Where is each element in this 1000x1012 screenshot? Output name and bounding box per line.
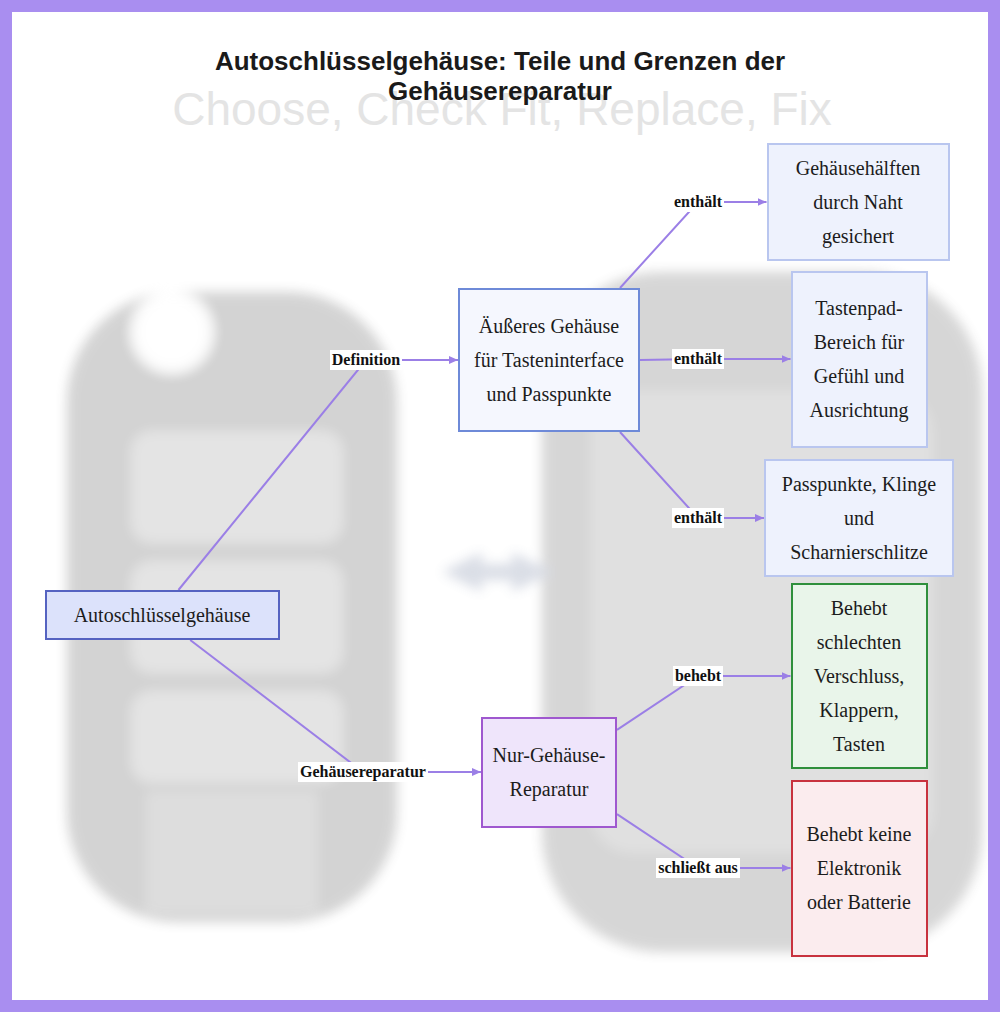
- edge-label: behebt: [673, 666, 723, 686]
- node-text: Passpunkte, Klinge und Scharnierschlitze: [774, 467, 944, 569]
- node-text: Behebt keine Elektronik oder Batterie: [801, 817, 918, 919]
- node-text: Äußeres Gehäuse für Tasteninterface und …: [468, 309, 630, 411]
- edge-label: schließt aus: [656, 858, 740, 878]
- concept-box: Tastenpad-Bereich für Gefühl und Ausrich…: [791, 271, 928, 448]
- edge-label: Definition: [330, 350, 402, 370]
- page-canvas: Choose, Check Fit, Replace, FixAutoschlü…: [12, 12, 988, 1000]
- concept-box: Behebt keine Elektronik oder Batterie: [791, 780, 928, 957]
- concept-box: Passpunkte, Klinge und Scharnierschlitze: [764, 459, 954, 577]
- node-text: Behebt schlechten Verschluss, Klappern, …: [801, 591, 918, 761]
- connector-arrow: [620, 432, 764, 518]
- root-box: Autoschlüsselgehäuse: [45, 590, 280, 640]
- edge-label: Gehäusereparatur: [298, 762, 428, 782]
- connector-arrow: [190, 640, 481, 772]
- edge-label: enthält: [672, 508, 724, 528]
- node-text: Autoschlüsselgehäuse: [74, 598, 251, 632]
- concept-box: Behebt schlechten Verschluss, Klappern, …: [791, 583, 928, 769]
- connector-arrow: [178, 360, 458, 590]
- diagram-title: Autoschlüsselgehäuse: Teile und Grenzen …: [112, 46, 888, 106]
- concept-box: Äußeres Gehäuse für Tasteninterface und …: [458, 288, 640, 432]
- edge-label: enthält: [672, 192, 724, 212]
- node-text: Gehäusehälften durch Naht gesichert: [777, 151, 940, 253]
- concept-box: Gehäusehälften durch Naht gesichert: [767, 143, 950, 261]
- edge-label: enthält: [672, 349, 724, 369]
- connector-arrow: [620, 202, 767, 288]
- node-text: Nur-Gehäuse-Reparatur: [491, 738, 607, 806]
- concept-box: Nur-Gehäuse-Reparatur: [481, 717, 617, 828]
- node-text: Tastenpad-Bereich für Gefühl und Ausrich…: [801, 291, 918, 427]
